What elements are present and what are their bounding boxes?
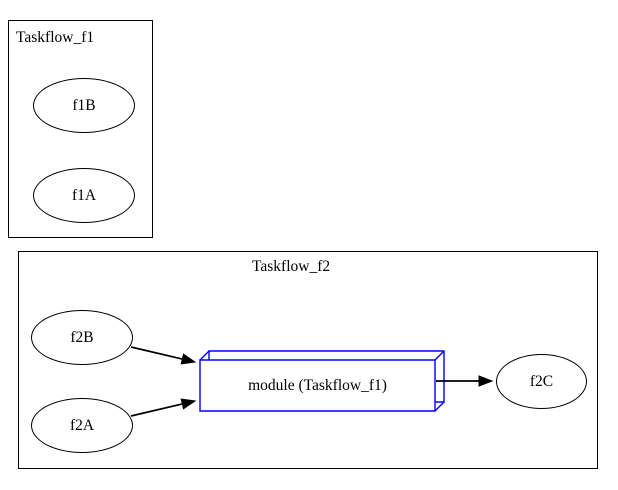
node-f1a[interactable]: f1A <box>33 168 135 223</box>
module-node-label: module (Taskflow_f1) <box>248 376 387 394</box>
node-label-f2a: f2A <box>69 416 95 434</box>
node-label-f2c: f2C <box>529 372 554 390</box>
node-label-f1a: f1A <box>71 186 97 204</box>
node-label-f2b: f2B <box>70 328 94 346</box>
node-f2c[interactable]: f2C <box>496 354 587 409</box>
cluster-label-taskflow-f2: Taskflow_f2 <box>252 258 331 275</box>
node-f1b[interactable]: f1B <box>33 78 135 133</box>
node-f2b[interactable]: f2B <box>31 310 133 365</box>
node-label-f1b: f1B <box>72 96 96 114</box>
cluster-taskflow-f1[interactable] <box>8 20 153 238</box>
cluster-taskflow-f2[interactable] <box>18 251 598 469</box>
node-f2a[interactable]: f2A <box>31 398 133 453</box>
cluster-label-taskflow-f1: Taskflow_f1 <box>16 29 95 46</box>
